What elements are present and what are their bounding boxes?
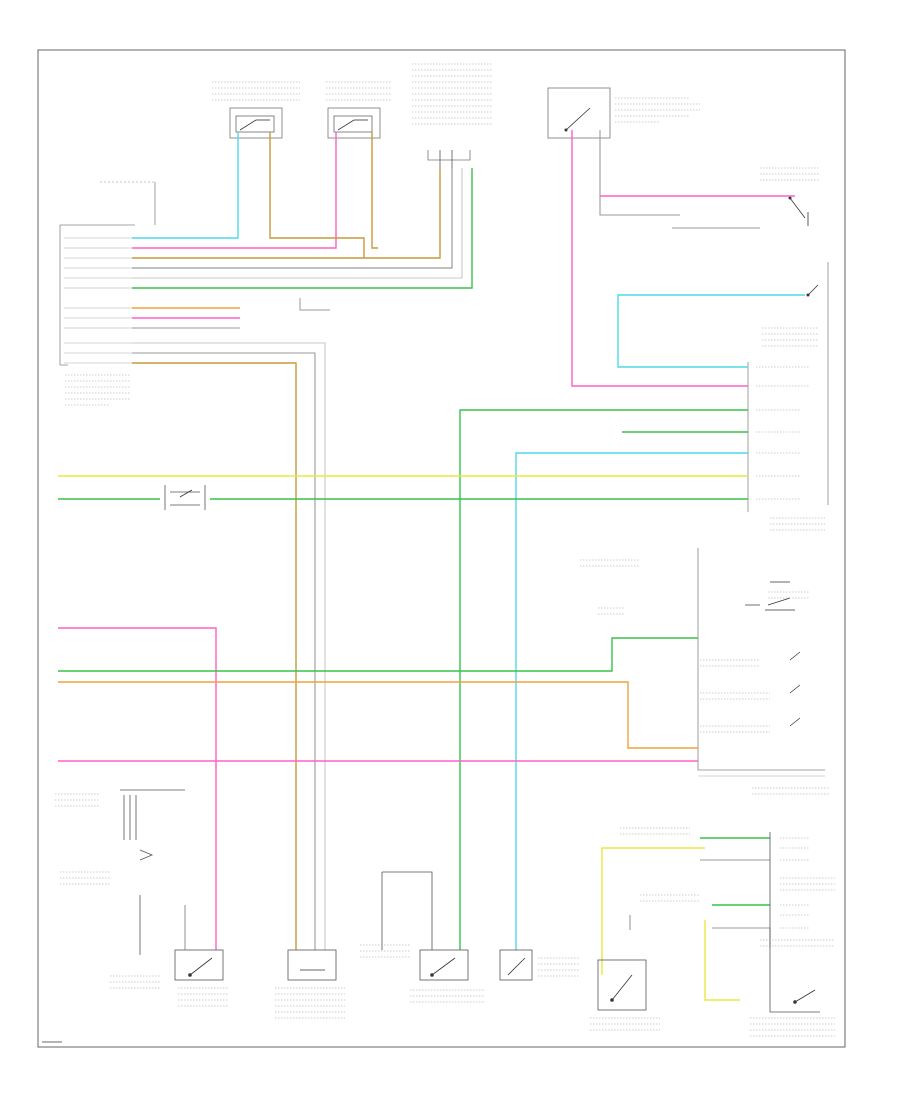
relay-top-center [412, 63, 492, 170]
module-right-upper [747, 262, 829, 531]
wire-gray-pin [132, 298, 330, 329]
wire-tan-relay [364, 168, 441, 259]
wire-cyan-right [515, 294, 805, 950]
switch-bottom-3 [360, 871, 485, 1003]
wire-pink-right [571, 130, 795, 387]
wire-orange-mid [58, 681, 698, 749]
module-right-middle [580, 548, 830, 795]
wire-gray-down-1 [132, 342, 326, 950]
wire-green-top [132, 168, 473, 289]
switch-top-1 [212, 81, 300, 139]
switch-bottom-4 [499, 949, 580, 981]
wire-gray-relay [132, 168, 453, 269]
wire-cyan-top [132, 132, 239, 239]
wire-gray-bottom [629, 859, 771, 948]
wire-pink-mid [58, 627, 217, 950]
switch-bottom-1 [174, 905, 228, 1007]
wire-gray-right [599, 130, 760, 229]
wire-green-mid [58, 637, 698, 672]
wire-tan-top-1 [132, 132, 365, 259]
wire-gray-down-2 [132, 352, 316, 950]
switch-top-2 [326, 81, 392, 139]
wire-green-right [459, 409, 748, 950]
diagram-frame [37, 49, 846, 1048]
switch-assembly-bottom-right [620, 827, 835, 1037]
wire-tan-top-2 [371, 132, 378, 249]
sensor-left-bottom [55, 789, 185, 989]
switch-top-right [547, 87, 700, 139]
ground-switch-right [760, 167, 820, 226]
wire-pink-top [132, 132, 337, 249]
wire-green-bottom [700, 837, 770, 906]
wire-gray-relay-2 [132, 168, 463, 279]
wire-yellow-bottom [601, 847, 740, 1001]
module-connector-left [59, 181, 156, 406]
splice-middle [164, 485, 206, 510]
wire-tan-down [132, 362, 297, 950]
switch-bottom-5 [590, 959, 660, 1031]
sensor-bottom-2 [275, 949, 345, 1019]
